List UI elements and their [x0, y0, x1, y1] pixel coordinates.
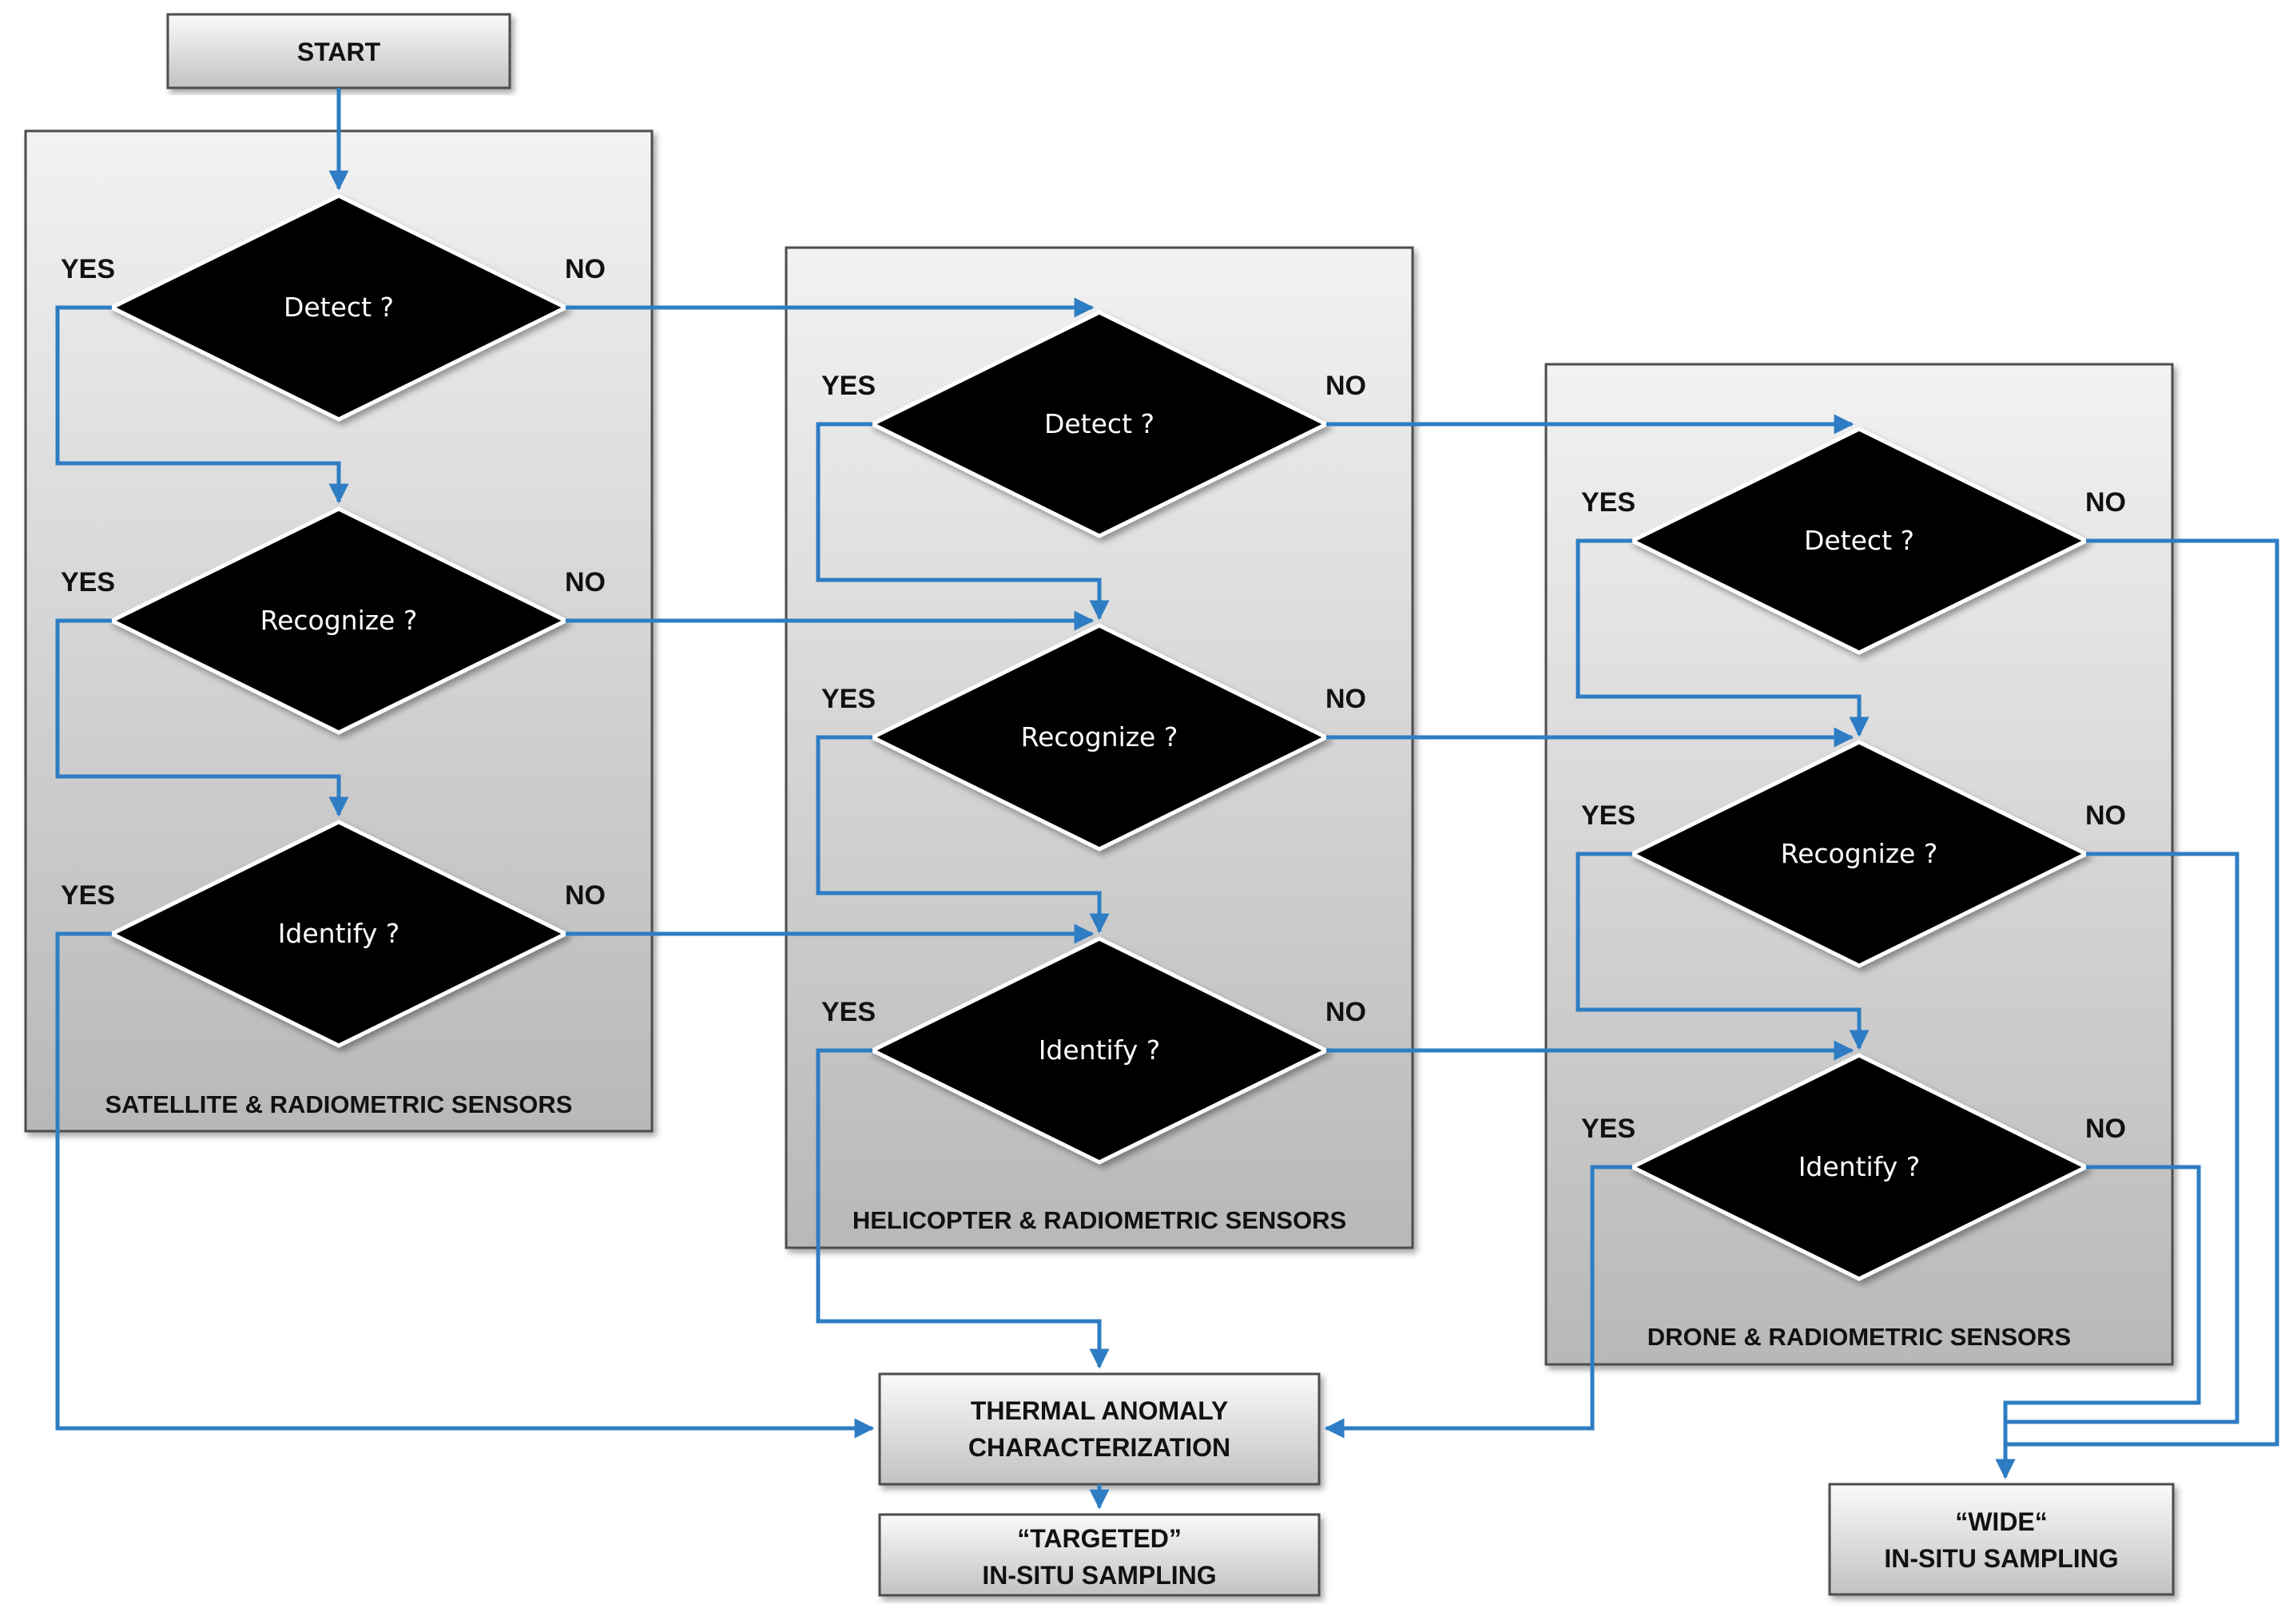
no-label: NO — [1325, 997, 1366, 1027]
decision-drone-recognize-label: Recognize ? — [1781, 838, 1938, 869]
decision-drone-identify-label: Identify ? — [1798, 1151, 1921, 1182]
wide-line1: “WIDE“ — [1955, 1507, 2048, 1536]
decision-helicopter-identify: Identify ? — [868, 936, 1331, 1165]
arrow-drone-identify-yes — [1324, 1165, 1632, 1439]
start-label: START — [297, 38, 381, 66]
yes-label: YES — [821, 371, 876, 401]
targeted-line1: “TARGETED” — [1017, 1524, 1182, 1553]
yes-label: YES — [1581, 487, 1635, 518]
decision-drone-recognize: Recognize ? — [1627, 740, 2091, 968]
yes-label: YES — [61, 567, 115, 598]
decision-satellite-recognize: Recognize ? — [107, 506, 570, 735]
no-label: NO — [2085, 487, 2126, 518]
yes-label: YES — [821, 997, 876, 1027]
panel-drone-label: DRONE & RADIOMETRIC SENSORS — [1647, 1323, 2071, 1351]
decision-helicopter-detect-label: Detect ? — [1044, 408, 1154, 439]
wide-line2: IN-SITU SAMPLING — [1884, 1544, 2118, 1573]
decision-helicopter-identify-label: Identify ? — [1039, 1034, 1161, 1066]
connectors — [55, 88, 2279, 1510]
yes-label: YES — [1581, 1114, 1635, 1144]
yes-label: YES — [1581, 800, 1635, 831]
no-label: NO — [1325, 684, 1366, 714]
no-label: NO — [565, 567, 606, 598]
arrow-helicopter-identify-yes — [816, 1048, 1110, 1369]
arrow-satellite-identify-yes — [55, 931, 875, 1439]
decision-satellite-detect: Detect ? — [107, 193, 570, 422]
targeted-line2: IN-SITU SAMPLING — [982, 1561, 1216, 1590]
decision-helicopter-recognize: Recognize ? — [868, 623, 1331, 852]
decision-satellite-identify: Identify ? — [107, 820, 570, 1048]
no-label: NO — [2085, 800, 2126, 831]
targeted-sampling-box: “TARGETED” IN-SITU SAMPLING — [878, 1513, 1321, 1597]
characterization-box: THERMAL ANOMALY CHARACTERIZATION — [878, 1372, 1321, 1486]
arrow-helicopter-recognize-yes — [816, 735, 1110, 934]
arrow-drone-detect-yes — [1576, 538, 1870, 737]
panel-helicopter-label: HELICOPTER & RADIOMETRIC SENSORS — [852, 1206, 1346, 1234]
no-label: NO — [2085, 1114, 2126, 1144]
decision-helicopter-detect: Detect ? — [868, 310, 1331, 538]
start-box: START — [166, 13, 511, 89]
characterization-line1: THERMAL ANOMALY — [971, 1396, 1228, 1425]
yes-label: YES — [821, 684, 876, 714]
decision-satellite-identify-label: Identify ? — [278, 918, 400, 949]
arrow-drone-recognize-yes — [1576, 852, 1870, 1050]
no-label: NO — [565, 880, 606, 911]
panel-satellite-label: SATELLITE & RADIOMETRIC SENSORS — [105, 1090, 572, 1118]
yes-no-labels: YES NO YES NO YES NO YES NO YES NO YES N… — [61, 254, 2126, 1144]
no-label: NO — [1325, 371, 1366, 401]
decision-satellite-recognize-label: Recognize ? — [260, 605, 418, 636]
decision-satellite-detect-label: Detect ? — [284, 292, 394, 323]
arrow-drone-identify-no — [1995, 1165, 2201, 1479]
arrow-satellite-detect-yes — [55, 305, 349, 504]
decision-drone-detect-label: Detect ? — [1804, 525, 1914, 556]
decision-drone-identify: Identify ? — [1627, 1053, 2091, 1281]
characterization-line2: CHARACTERIZATION — [968, 1433, 1230, 1462]
yes-label: YES — [61, 254, 115, 284]
arrow-satellite-recognize-yes — [55, 618, 349, 817]
no-label: NO — [565, 254, 606, 284]
arrow-helicopter-detect-yes — [816, 422, 1110, 621]
decision-drone-detect: Detect ? — [1627, 427, 2091, 655]
decision-helicopter-recognize-label: Recognize ? — [1021, 721, 1178, 752]
yes-label: YES — [61, 880, 115, 911]
wide-sampling-box: “WIDE“ IN-SITU SAMPLING — [1828, 1483, 2175, 1596]
